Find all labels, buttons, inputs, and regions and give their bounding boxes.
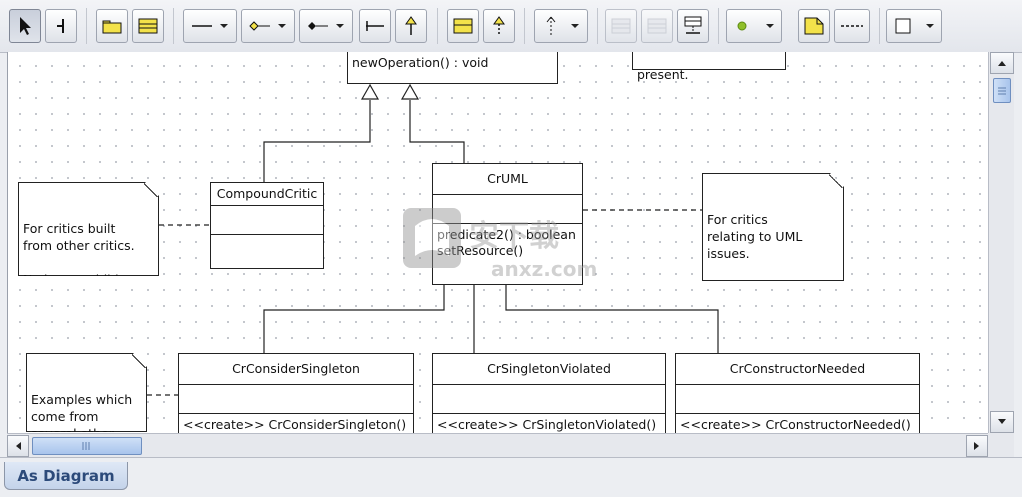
class-box-top[interactable]: newOperation() : void <box>347 52 558 84</box>
comment-text: present. <box>637 67 689 82</box>
class-operations-compartment: predicate2() : boolean setResource() <box>433 224 582 262</box>
class-name: CrConsiderSingleton <box>179 354 413 385</box>
directed-association-tool-button[interactable] <box>534 9 588 43</box>
diagram-tab-strip: As Diagram <box>0 457 1022 497</box>
grip-icon <box>82 442 90 450</box>
class-name: CrSingletonViolated <box>433 354 665 385</box>
add-attribute-icon <box>611 18 631 34</box>
composition-icon <box>308 22 344 30</box>
generalization-line[interactable] <box>263 285 445 353</box>
comment-link-icon <box>841 25 863 27</box>
generalization-line[interactable] <box>505 285 719 353</box>
class-cruml[interactable]: CrUML predicate2() : boolean setResource… <box>432 163 583 285</box>
class-operation: predicate2() : boolean <box>437 227 576 242</box>
generalization-line[interactable] <box>263 100 371 196</box>
scroll-left-button[interactable] <box>7 435 29 457</box>
comment-note-compound[interactable]: For critics built from other critics. No… <box>18 182 159 276</box>
class-attributes-compartment <box>433 385 665 414</box>
generalization-arrowhead <box>360 83 380 100</box>
vertical-scroll-thumb[interactable] <box>993 78 1011 103</box>
comment-note-top[interactable]: present. <box>632 52 786 82</box>
arrow-up-icon <box>998 61 1006 66</box>
scroll-down-button[interactable] <box>990 411 1014 433</box>
broom-tool-button[interactable] <box>45 9 77 43</box>
comment-note-cruml[interactable]: For critics relating to UML issues. Arou… <box>702 173 844 281</box>
broom-icon <box>57 19 64 33</box>
arrow-right-icon <box>974 442 979 450</box>
generalization-line[interactable] <box>409 100 465 163</box>
directed-association-icon <box>546 16 579 35</box>
scroll-up-button[interactable] <box>990 52 1014 74</box>
add-attribute-button[interactable] <box>605 9 637 43</box>
class-attributes-compartment <box>433 195 582 224</box>
composition-tool-button[interactable] <box>299 9 353 43</box>
class-attributes-compartment <box>211 206 323 235</box>
realization-icon <box>493 16 505 35</box>
dependency-tool-button[interactable] <box>359 9 391 43</box>
class-operation: <<create>> CrConstructorNeeded() <box>680 417 911 432</box>
circle-tool-button[interactable] <box>726 9 782 43</box>
class-tool-button[interactable] <box>132 9 164 43</box>
circle-icon <box>737 21 774 31</box>
dependency-icon <box>366 21 384 31</box>
package-icon <box>102 20 122 34</box>
diagram-canvas[interactable]: newOperation() : void present. CompoundC… <box>7 52 989 433</box>
add-operation-button[interactable] <box>641 9 673 43</box>
class-cr-constructor-needed[interactable]: CrConstructorNeeded <<create>> CrConstru… <box>675 353 920 433</box>
horizontal-scroll-thumb[interactable] <box>32 437 142 455</box>
tab-as-diagram[interactable]: As Diagram <box>4 462 128 490</box>
rectangle-icon <box>895 18 934 34</box>
class-operation: setResource() <box>437 243 524 258</box>
class-icon <box>138 18 158 34</box>
association-class-tool-button[interactable] <box>677 9 709 43</box>
class-operation: newOperation() : void <box>352 55 489 70</box>
realization-tool-button[interactable] <box>483 9 515 43</box>
class-attributes-compartment <box>676 385 919 414</box>
class-operation: <<create>> CrSingletonViolated() <box>437 417 657 432</box>
generalization-tool-button[interactable] <box>395 9 427 43</box>
interface-icon <box>453 18 473 34</box>
association-tool-button[interactable] <box>183 9 237 43</box>
arrow-left-icon <box>16 442 21 450</box>
horizontal-scrollbar[interactable] <box>7 433 988 457</box>
arrow-down-icon <box>998 419 1006 424</box>
comment-note-examples[interactable]: Examples which come from several other p… <box>26 353 147 432</box>
vertical-scrollbar[interactable] <box>988 52 1014 433</box>
add-operation-icon <box>647 18 667 34</box>
diagram-toolbar <box>0 0 1022 53</box>
chevron-down-icon <box>220 24 228 28</box>
rectangle-tool-button[interactable] <box>886 9 942 43</box>
class-operation: <<create>> CrConsiderSingleton() <box>183 417 407 432</box>
scrollbar-corner <box>988 433 1014 457</box>
aggregation-icon <box>249 21 286 31</box>
class-cr-singleton-violated[interactable]: CrSingletonViolated <<create>> CrSinglet… <box>432 353 666 433</box>
association-icon <box>192 24 228 28</box>
association-class-icon <box>684 16 702 34</box>
select-arrow-icon <box>20 17 31 35</box>
comment-note-icon <box>804 17 824 35</box>
comment-link-tool-button[interactable] <box>834 9 870 43</box>
comment-tool-button[interactable] <box>798 9 830 43</box>
aggregation-tool-button[interactable] <box>241 9 295 43</box>
class-attributes-compartment <box>179 385 413 414</box>
scroll-right-button[interactable] <box>966 435 988 457</box>
interface-tool-button[interactable] <box>447 9 479 43</box>
class-name: CrUML <box>433 164 582 195</box>
package-tool-button[interactable] <box>96 9 128 43</box>
generalization-arrowhead <box>400 83 420 100</box>
grip-icon <box>998 87 1006 95</box>
comment-text: Examples which come from several other p… <box>31 392 133 424</box>
select-tool-button[interactable] <box>9 9 41 43</box>
class-compound-critic[interactable]: CompoundCritic <box>210 182 324 269</box>
class-name: CompoundCritic <box>211 183 323 206</box>
class-cr-consider-singleton[interactable]: CrConsiderSingleton <<create>> CrConside… <box>178 353 414 433</box>
class-name: CrConstructorNeeded <box>676 354 919 385</box>
generalization-icon <box>405 16 417 35</box>
